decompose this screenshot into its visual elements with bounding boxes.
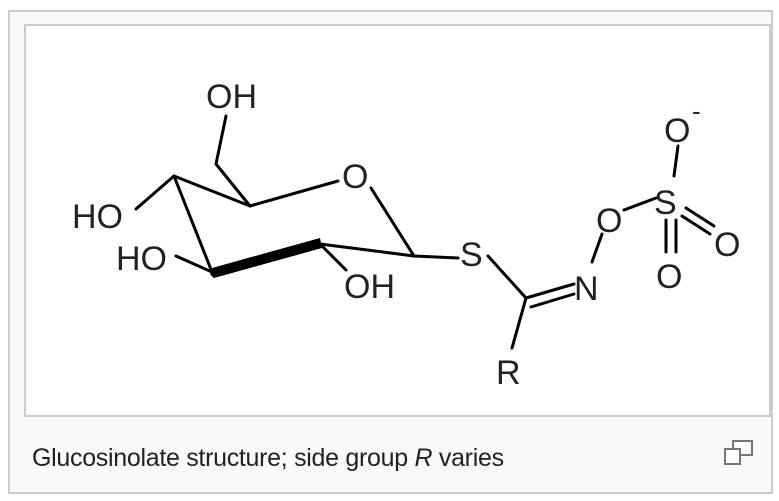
atom-ho-lower-left: HO xyxy=(116,240,167,278)
bond-c4-c3 xyxy=(172,174,214,274)
atom-r-group: R xyxy=(496,354,521,392)
bond-c-n-double xyxy=(529,292,576,309)
bond-ch2-c5 xyxy=(214,162,252,208)
atom-anion-charge: - xyxy=(692,96,701,126)
bond-c1-s xyxy=(412,254,460,260)
caption-italic-r: R xyxy=(414,444,433,472)
bond-oring-c1 xyxy=(369,186,416,258)
bond-n-o xyxy=(590,232,604,264)
bond-ho-c4 xyxy=(134,174,176,211)
bond-c-n xyxy=(524,282,576,300)
atom-ho-left: HO xyxy=(72,198,123,236)
atom-oxygen-anion: O xyxy=(664,112,690,150)
bonds xyxy=(134,114,716,350)
structure-image[interactable]: OH HO HO OH O S N R O S O - O O xyxy=(24,24,771,417)
magnify-clip-icon[interactable] xyxy=(722,438,756,468)
bond-c-r xyxy=(510,296,528,350)
bond-ho-c3 xyxy=(174,254,214,274)
wedge-bond-c3-c2 xyxy=(212,238,322,278)
atom-ring-oxygen: O xyxy=(342,158,368,196)
bond-s-oright xyxy=(684,206,716,228)
atom-oxygen-right: O xyxy=(714,226,740,264)
atom-oxygen-bottom: O xyxy=(656,258,682,296)
atom-oxime-oxygen: O xyxy=(596,202,622,240)
atom-labels: OH HO HO OH O S N R O S O - O O xyxy=(72,78,740,392)
bond-c2-oh xyxy=(318,242,348,272)
atom-sulfur: S xyxy=(460,236,483,274)
bond-c2-c1-back xyxy=(318,242,416,258)
caption-text-start: Glucosinolate structure; side group xyxy=(32,444,415,472)
thumbnail-frame: OH HO HO OH O S N R O S O - O O Glucosin… xyxy=(8,10,773,494)
bond-c5-oring xyxy=(248,179,340,208)
atom-nitrogen: N xyxy=(574,270,599,308)
caption-text-end: varies xyxy=(432,444,504,472)
bond-s-c xyxy=(486,254,528,300)
bond-oh-ch2 xyxy=(214,114,228,166)
glucosinolate-structure: OH HO HO OH O S N R O S O - O O xyxy=(72,78,740,392)
atom-oh-bottom: OH xyxy=(344,268,395,306)
bond-c4-c5 xyxy=(172,174,252,208)
atom-sulfonate-sulfur: S xyxy=(654,184,677,222)
atom-oh-top: OH xyxy=(206,78,257,116)
bond-s-oanion xyxy=(672,144,680,178)
bond-o-s xyxy=(622,196,658,212)
bond-s-oright-double xyxy=(680,214,712,236)
wedge-bond-c3-back xyxy=(209,269,219,279)
figure-caption: Glucosinolate structure; side group R va… xyxy=(32,444,504,473)
